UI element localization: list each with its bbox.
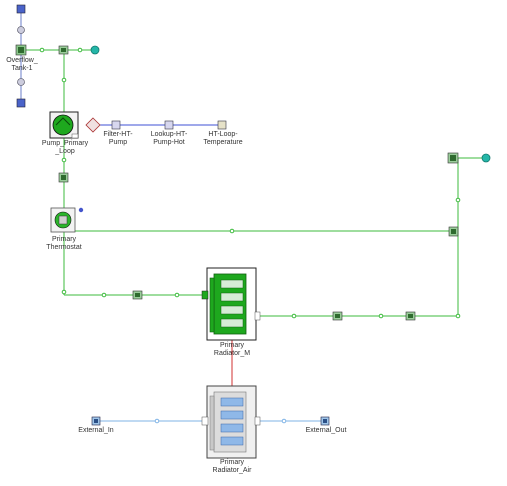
- external-in-label: External_In: [78, 427, 114, 434]
- tank-lower-valve[interactable]: [17, 78, 25, 86]
- tank-upper-valve[interactable]: [17, 26, 25, 34]
- thermostat-label: Primary Thermostat: [46, 236, 82, 251]
- air-node-in: [154, 418, 160, 424]
- lookup-ht-pump-hot-block[interactable]: [164, 120, 174, 130]
- lookup-label: Lookup-HT- Pump-Hot: [150, 131, 188, 146]
- outlet-teal-icon[interactable]: [481, 153, 491, 163]
- overflow-tank-label: Overflow_ Tank-1: [6, 57, 38, 72]
- tank-bottom-port[interactable]: [16, 98, 26, 108]
- primary-thermostat[interactable]: [50, 207, 84, 233]
- primary-radiator-air[interactable]: [201, 385, 261, 459]
- line-nodes: [39, 47, 461, 319]
- overflow-tank-stack[interactable]: [15, 4, 27, 108]
- tank-top-port[interactable]: [16, 4, 26, 14]
- radiator-air-label: Primary Radiator_Air: [212, 459, 252, 474]
- temperature-label: HT-Loop- Temperature: [203, 131, 243, 146]
- air-node-out: [281, 418, 287, 424]
- radiator-m-label: Primary Radiator_M: [213, 342, 251, 357]
- inlet-teal-icon[interactable]: [90, 45, 100, 55]
- ht-loop-temperature-block[interactable]: [217, 120, 227, 130]
- filter-ht-pump-block[interactable]: [111, 120, 121, 130]
- thermostat-sensor-icon: [78, 207, 84, 213]
- pump-primary-loop[interactable]: [49, 111, 79, 139]
- external-out-label: External_Out: [305, 427, 347, 434]
- pump-controller-icon[interactable]: [85, 117, 101, 133]
- pump-label: Pump_Primary _Loop: [41, 140, 89, 155]
- primary-radiator-m[interactable]: [201, 267, 261, 341]
- filter-label: Filter-HT- Pump: [103, 131, 133, 146]
- pipe-blocks[interactable]: [132, 290, 416, 321]
